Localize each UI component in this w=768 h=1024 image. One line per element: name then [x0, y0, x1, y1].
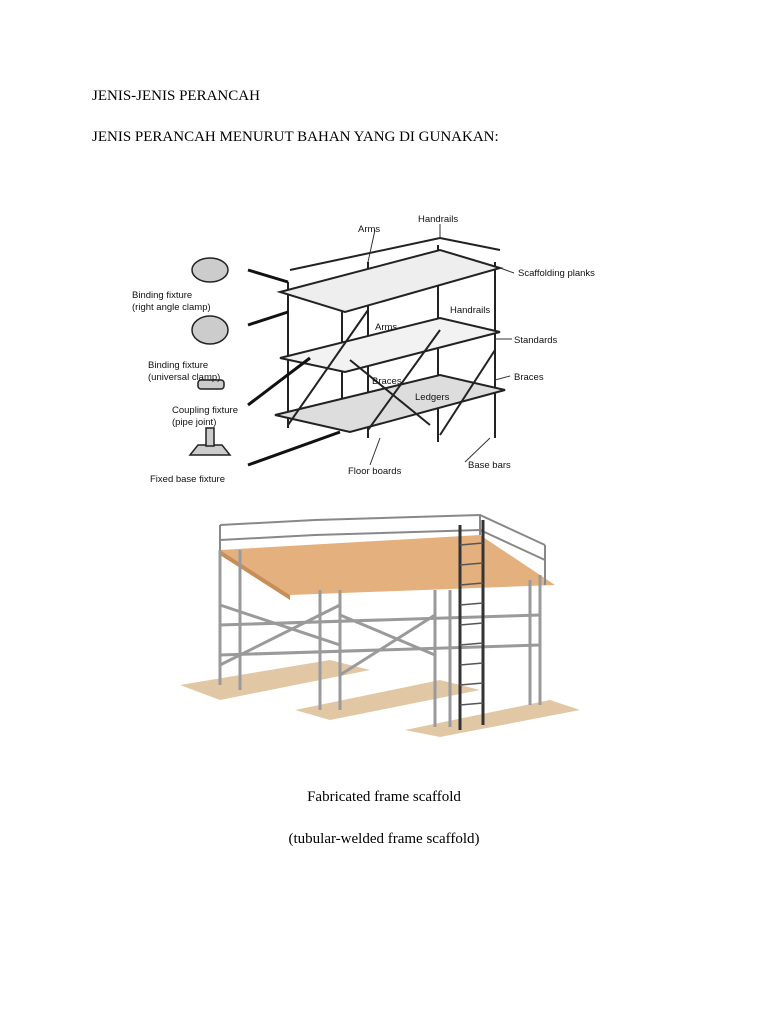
label-braces-mid: Braces	[372, 376, 402, 387]
section-heading: JENIS PERANCAH MENURUT BAHAN YANG DI GUN…	[92, 129, 499, 145]
label-ledgers: Ledgers	[415, 392, 450, 403]
label-standards: Standards	[514, 335, 558, 346]
scaffold-frames	[218, 550, 542, 727]
fixture-arrows	[247, 268, 341, 467]
label-base-bars: Base bars	[468, 460, 511, 471]
label-binding-universal-sub: (universal clamp)	[148, 372, 220, 383]
fixed-base-post-icon	[205, 427, 215, 447]
label-leaders	[367, 224, 515, 466]
ladder	[458, 520, 485, 730]
label-binding-right-angle: Binding fixture	[132, 290, 192, 301]
fixed-base-icon	[188, 444, 232, 456]
guardrails	[219, 513, 546, 585]
label-arms-mid: Arms	[375, 322, 397, 333]
label-binding-universal: Binding fixture	[148, 360, 208, 371]
figure-caption: Fabricated frame scaffold	[307, 789, 461, 805]
label-handrails-mid: Handrails	[450, 305, 490, 316]
page-heading: JENIS-JENIS PERANCAH	[92, 88, 260, 104]
label-coupling-sub: (pipe joint)	[172, 417, 216, 428]
label-binding-right-angle-sub: (right angle clamp)	[132, 302, 211, 313]
figure-caption-sub: (tubular-welded frame scaffold)	[288, 831, 480, 847]
fabricated-frame-scaffold-illustration	[180, 513, 580, 737]
platform-planks	[220, 535, 555, 595]
right-angle-clamp-icon	[191, 257, 229, 283]
label-fixed-base: Fixed base fixture	[150, 474, 225, 485]
label-braces-right: Braces	[514, 372, 544, 383]
label-coupling: Coupling fixture	[172, 405, 238, 416]
label-floor-boards: Floor boards	[348, 466, 402, 477]
scaffold-frame	[274, 237, 506, 442]
label-arms-top: Arms	[358, 224, 380, 235]
tube-coupler-scaffold-diagram: Handrails Arms Scaffolding planks Arms H…	[132, 214, 595, 485]
label-scaffolding-planks: Scaffolding planks	[518, 268, 595, 279]
label-handrails-top: Handrails	[418, 214, 458, 225]
ladder-rungs	[459, 542, 484, 706]
universal-clamp-icon	[191, 315, 229, 345]
pipe-joint-icon	[197, 379, 225, 390]
